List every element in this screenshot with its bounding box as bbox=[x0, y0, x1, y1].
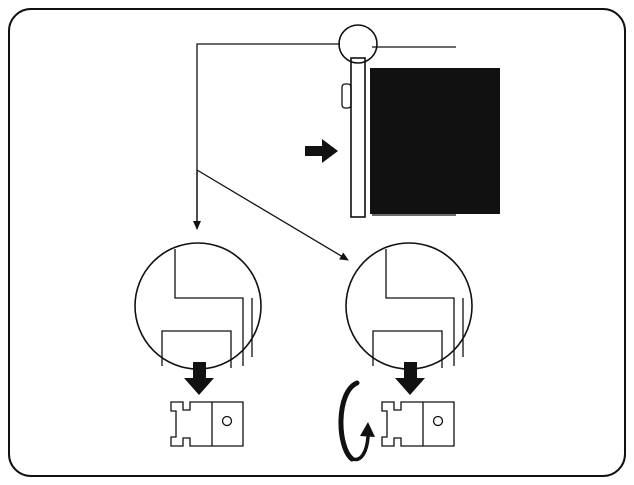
arrow-down-icon bbox=[395, 362, 425, 395]
bracket-detail-push-down bbox=[134, 242, 262, 447]
arrow-down-icon bbox=[184, 362, 214, 395]
bracket-detail-push-down-and-rotate bbox=[338, 242, 473, 462]
leader-lines bbox=[193, 43, 349, 261]
bracket-clip-icon bbox=[170, 401, 244, 447]
rotate-clockwise-icon bbox=[338, 380, 375, 462]
blind-fabric bbox=[370, 68, 500, 214]
blind-assembly bbox=[305, 24, 500, 218]
bracket-knob bbox=[341, 83, 352, 109]
end-bracket-plate bbox=[350, 57, 366, 218]
arrow-right-icon bbox=[305, 139, 338, 163]
bracket-clip-icon bbox=[381, 401, 455, 447]
diagram-frame bbox=[8, 8, 626, 477]
